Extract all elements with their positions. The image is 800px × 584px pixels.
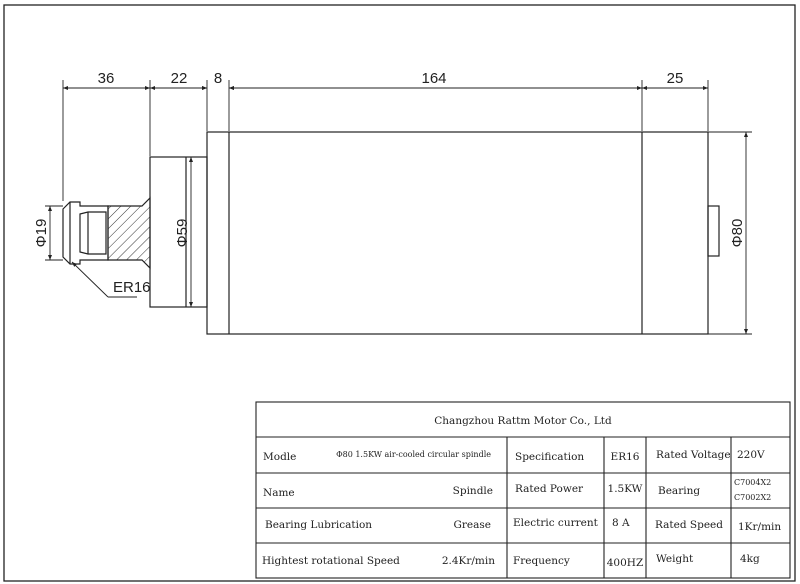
row3-label: Bearing Lubrication [265, 519, 372, 531]
spindle-drawing [62, 131, 720, 335]
dim-8: 8 [214, 70, 222, 87]
row1-spec-label: Specification [515, 451, 584, 463]
row4-attr-value: 4kg [740, 553, 760, 565]
row2-value: Spindle [453, 485, 493, 497]
row4-label: Hightest rotational Speed [262, 555, 400, 567]
row1-attr-value: 220V [737, 449, 765, 461]
dimension-labels: 36 22 8 164 25 Φ80 Φ59 Φ19 ER16 [33, 70, 746, 296]
dim-22: 22 [171, 70, 188, 87]
row4-spec-label: Frequency [513, 555, 570, 567]
dim-dia80: Φ80 [729, 219, 746, 248]
row2-attr-label: Bearing [658, 485, 700, 497]
row3-attr-label: Rated Speed [655, 519, 723, 531]
row1-spec-value: ER16 [611, 451, 640, 463]
row4-spec-value: 400HZ [607, 557, 644, 569]
dim-dia59: Φ59 [174, 219, 191, 248]
company-name: Changzhou Rattm Motor Co., Ltd [434, 415, 612, 427]
row1-value: Φ80 1.5KW air-cooled circular spindle [336, 450, 491, 459]
dim-dia19: Φ19 [33, 219, 50, 248]
row4-attr-label: Weight [656, 553, 694, 565]
row2-attr-value-2: C7002X2 [734, 493, 771, 502]
row1-attr-label: Rated Voltage [656, 449, 731, 461]
dim-36: 36 [98, 70, 115, 87]
title-block [255, 401, 791, 579]
rear-cap [707, 205, 720, 257]
row1-label: Modle [263, 451, 296, 463]
row3-spec-value: 8 A [612, 517, 630, 529]
collet [79, 211, 107, 255]
row3-attr-value: 1Kr/min [738, 521, 781, 533]
drawing-border [3, 4, 796, 582]
row2-spec-value: 1.5KW [608, 483, 643, 495]
row3-value: Grease [454, 519, 491, 531]
row2-attr-value-1: C7004X2 [734, 478, 771, 487]
collet-nut [62, 201, 109, 265]
row4-value: 2.4Kr/min [442, 555, 495, 567]
row2-spec-label: Rated Power [515, 483, 584, 495]
dimension-lines [45, 80, 752, 335]
spindle-body [206, 131, 709, 335]
dim-er16: ER16 [113, 279, 151, 296]
dim-25: 25 [667, 70, 684, 87]
row2-label: Name [263, 487, 295, 499]
shaft [107, 196, 151, 270]
dim-164: 164 [421, 70, 446, 87]
row3-spec-label: Electric current [513, 517, 599, 529]
title-block-text: Changzhou Rattm Motor Co., Ltd Modle Φ80… [262, 415, 781, 569]
